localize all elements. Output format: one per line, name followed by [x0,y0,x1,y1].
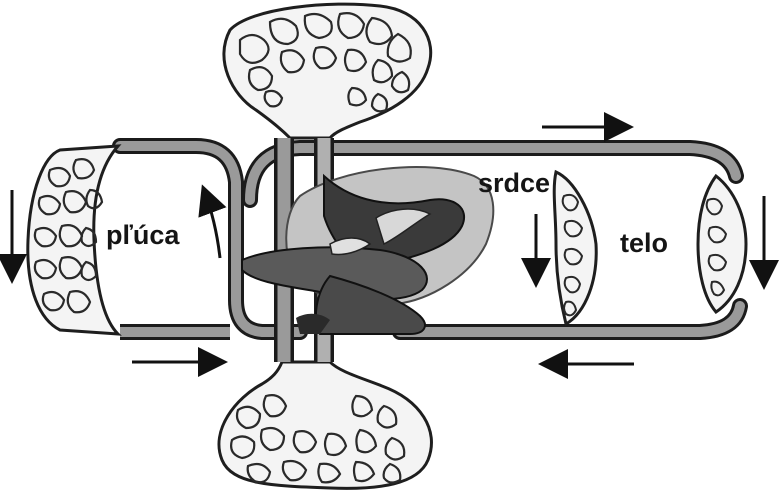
arrow-lung-curve [198,184,227,259]
lower-lung-capillary-bed [217,360,433,490]
pulmonary-loop [26,138,308,340]
body-capillary-mesh-middle [561,193,584,317]
label-heart: srdce [478,168,550,198]
left-capillary-mesh [33,158,104,314]
label-body: telo [620,228,668,258]
upper-lung-capillary-bed [222,2,433,140]
label-lungs: pľúca [106,220,180,250]
heart [241,165,495,335]
body-capillary-mesh-right [705,197,728,297]
flow-arrows [0,112,779,379]
systemic-loop [242,140,748,340]
